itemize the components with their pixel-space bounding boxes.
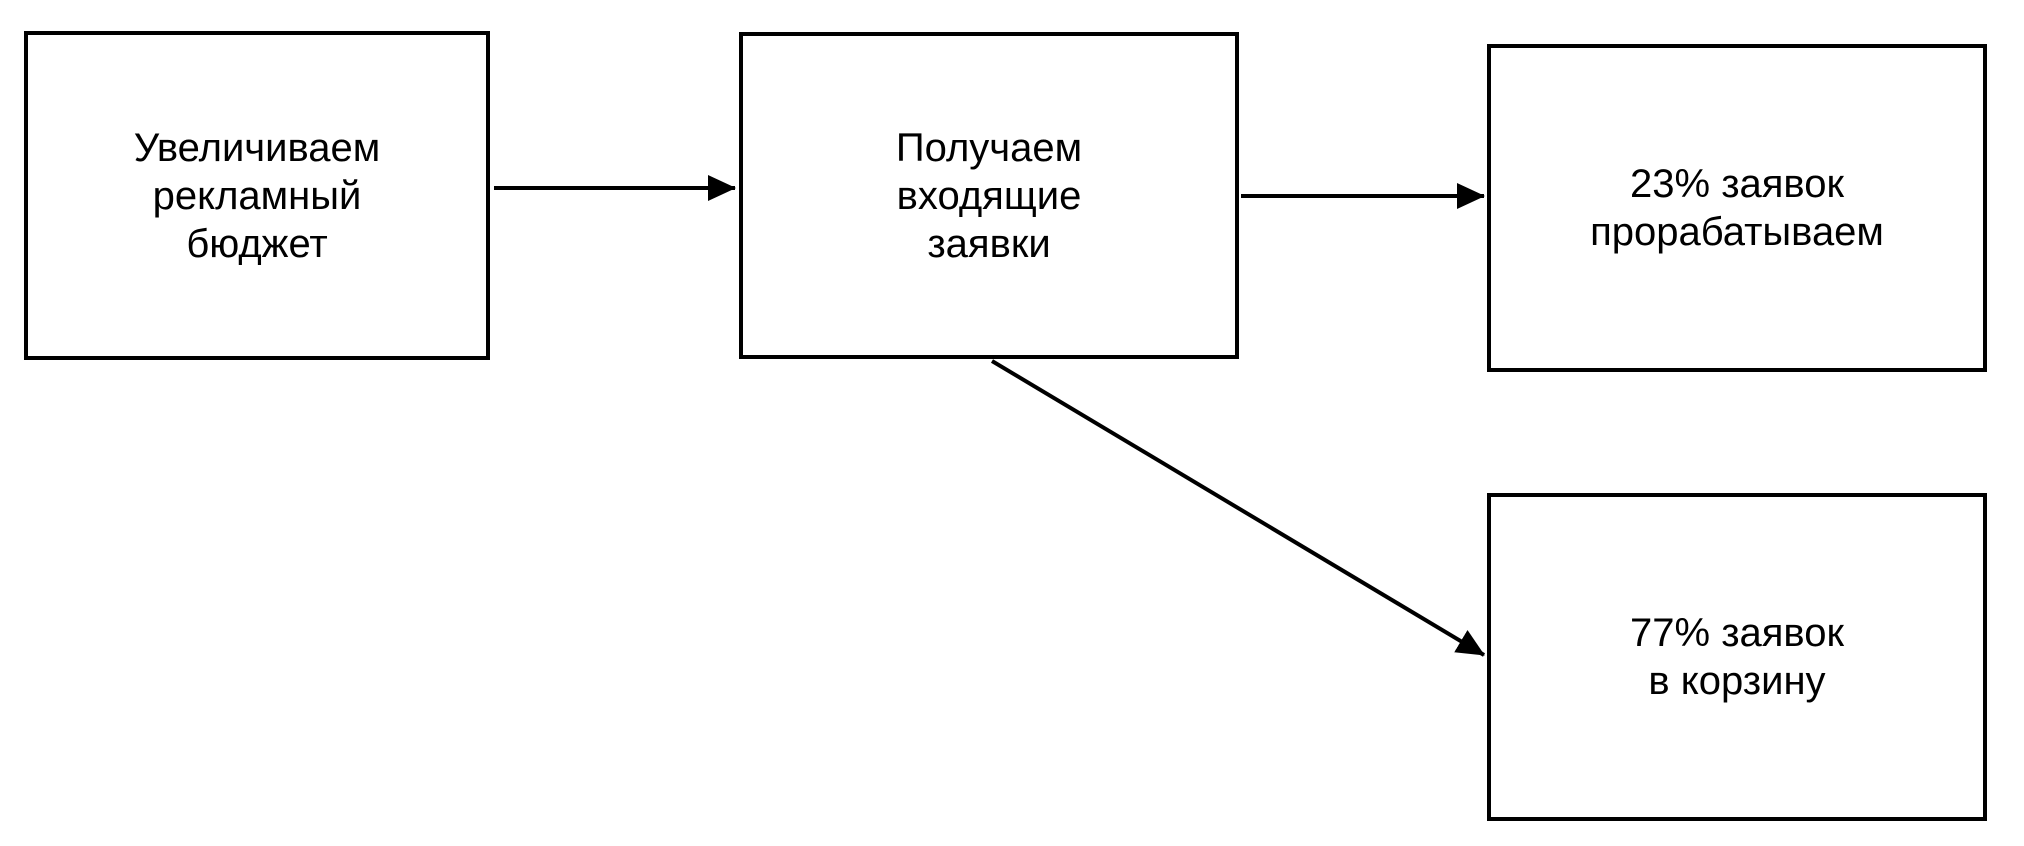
node-label-line: 23% заявок <box>1630 162 1844 206</box>
node-label-line: прорабатываем <box>1590 210 1884 254</box>
node-label-line: входящие <box>896 173 1082 218</box>
node-leads-trashed: 77% заявок в корзину <box>1487 493 1987 821</box>
node-leads-processed: 23% заявок прорабатываем <box>1487 44 1987 372</box>
node-increase-ad-budget: Увеличиваем рекламный бюджет <box>24 31 490 360</box>
node-receive-incoming-leads: Получаем входящие заявки <box>739 32 1239 359</box>
edge-leads-to-trashed <box>990 359 1486 657</box>
node-label-line: рекламный <box>152 173 362 218</box>
node-label-line: 77% заявок <box>1630 611 1844 655</box>
node-label-line: Увеличиваем <box>133 125 381 170</box>
node-label-line: бюджет <box>186 221 328 266</box>
node-label-line: заявки <box>927 221 1051 266</box>
node-label-line: в корзину <box>1648 659 1826 703</box>
node-label-line: Получаем <box>895 125 1083 170</box>
